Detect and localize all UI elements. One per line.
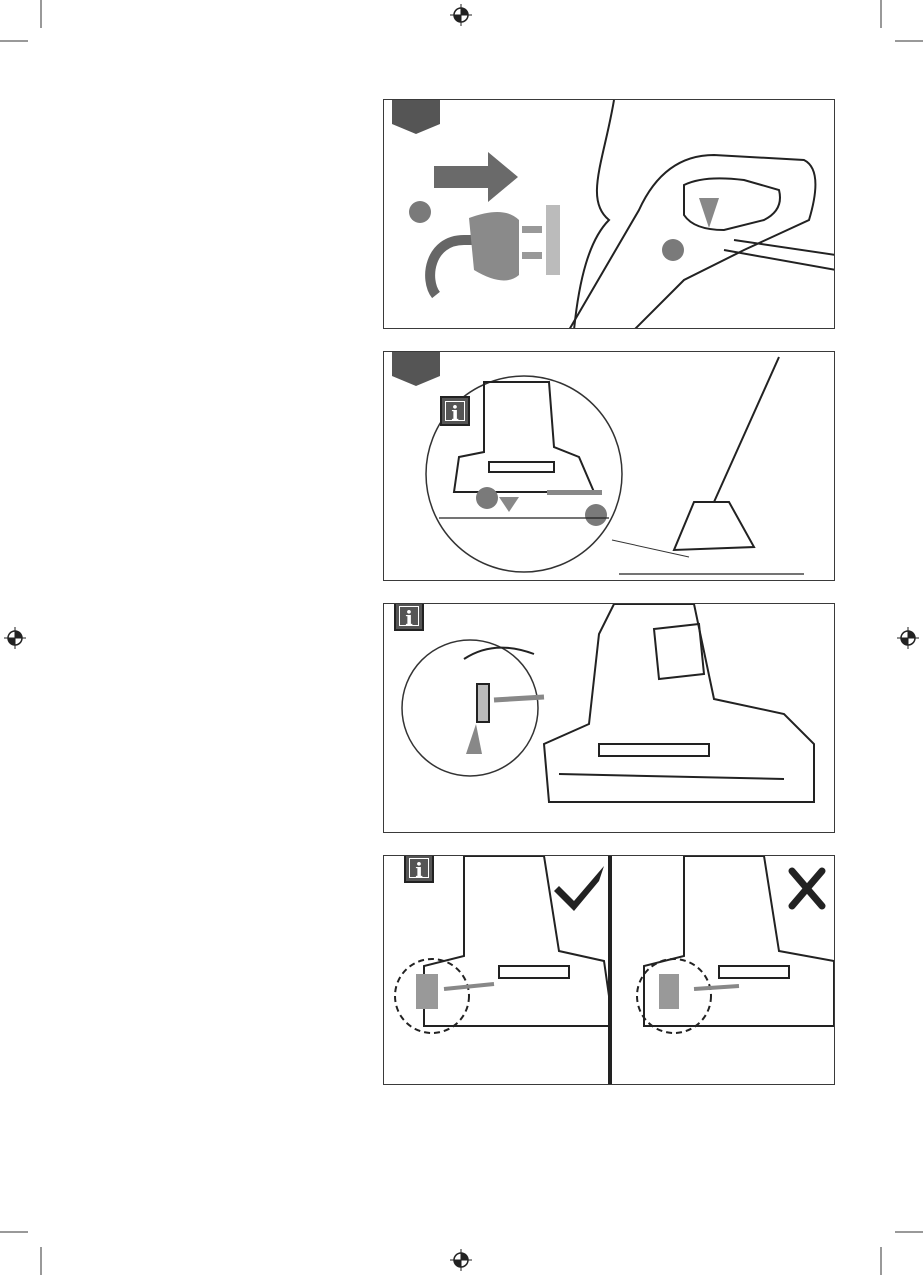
callout-marker [585, 504, 607, 526]
registration-mark-icon [450, 1249, 472, 1271]
plug-icon [430, 205, 560, 295]
callout-marker [409, 201, 431, 223]
info-icon: i [404, 855, 434, 883]
spool-clip-illustration [384, 604, 835, 833]
registration-mark-icon [4, 627, 26, 649]
trimmer-head-icon [454, 382, 594, 492]
panel-info-2: i [383, 855, 835, 1085]
info-icon: i [440, 396, 470, 426]
check-icon [554, 866, 604, 911]
trimmer-ground-illustration [384, 352, 835, 581]
spool-clip-icon [464, 648, 534, 722]
info-icon: i [394, 603, 424, 631]
panel-info-1: i [383, 603, 835, 833]
arrow-icon [434, 152, 518, 202]
unplug-illustration [384, 100, 835, 329]
handle-icon [569, 100, 835, 329]
registration-mark-icon [897, 627, 919, 649]
correct-incorrect-illustration [384, 856, 835, 1085]
callout-marker [662, 239, 684, 261]
callout-marker [476, 487, 498, 509]
cross-icon [792, 871, 822, 906]
panel-step-2: i [383, 351, 835, 581]
ground-icon [439, 518, 804, 574]
panel-step-1 [383, 99, 835, 329]
registration-mark-icon [450, 4, 472, 26]
